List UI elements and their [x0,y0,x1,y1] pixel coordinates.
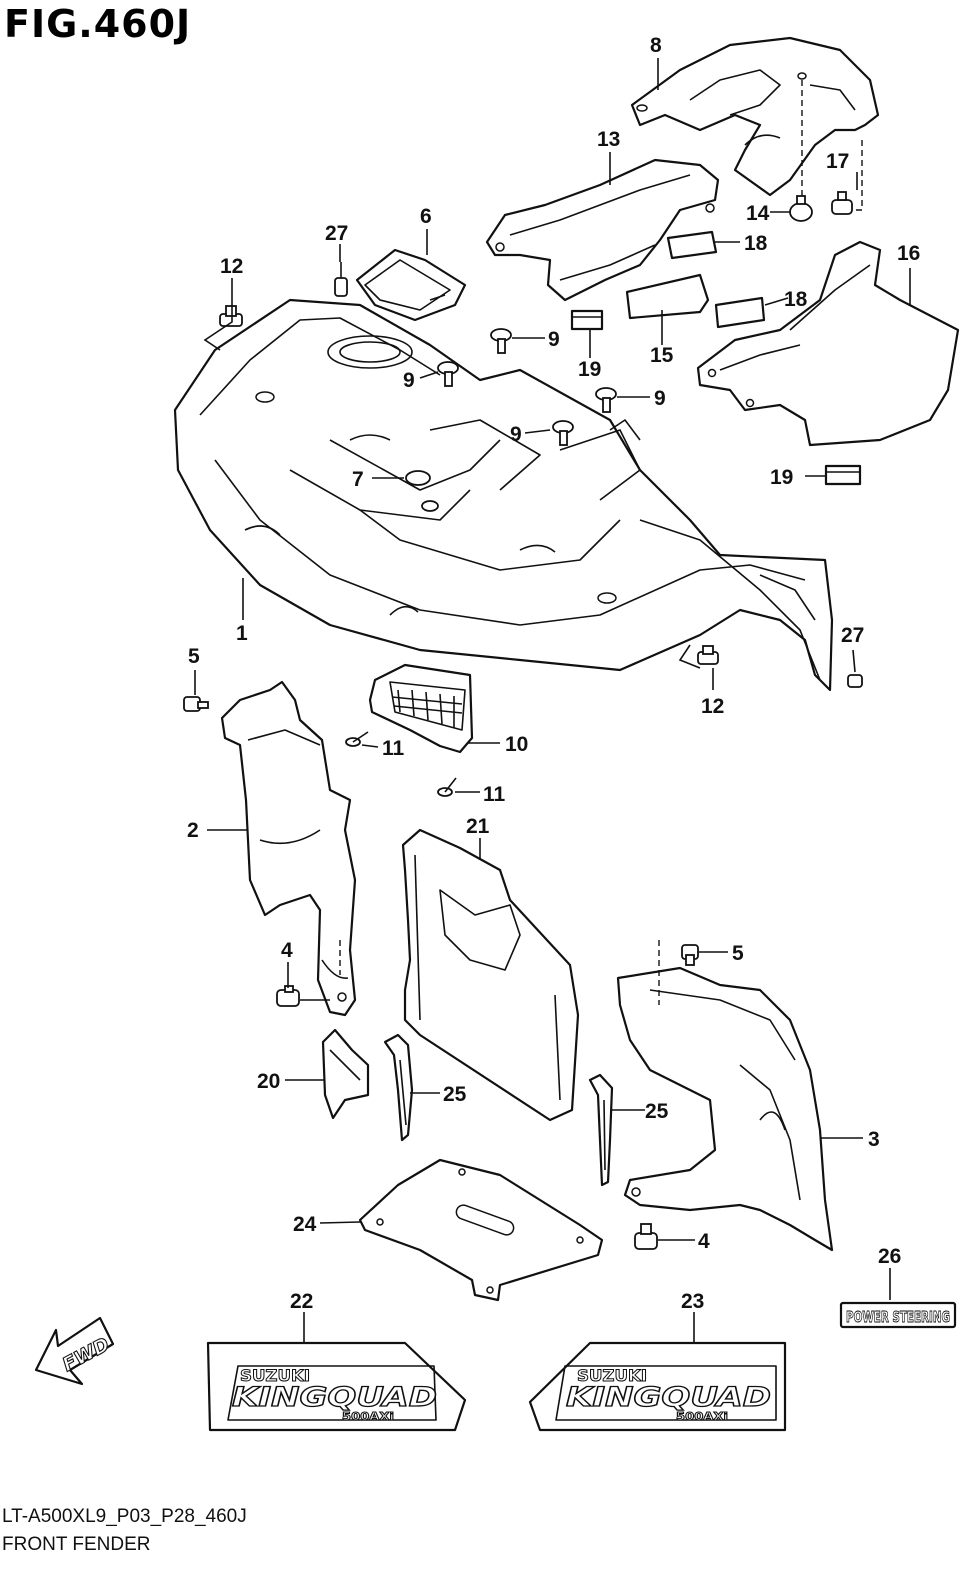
grommet-part-7[interactable] [405,470,439,512]
plate-part-24[interactable] [358,1158,604,1302]
callout-11-b: 11 [483,783,506,806]
callout-9-d: 9 [510,423,522,446]
callout-26: 26 [878,1245,901,1268]
callout-9-a: 9 [548,328,560,351]
clip-part-27-upper[interactable] [334,262,348,297]
decal-part-23[interactable]: SUZUKI KINGQUAD 500AXi [528,1341,787,1432]
cushion-part-19-lower[interactable] [824,464,862,486]
callout-23: 23 [681,1290,704,1313]
decal-left-model: KINGQUAD [232,1382,437,1413]
clip-part-17[interactable] [831,191,853,215]
side-guard-part-16[interactable] [696,240,960,447]
callouts: 8 13 6 27 12 18 18 15 19 16 14 17 9 9 9 … [187,34,920,1313]
bracket-part-13[interactable] [485,158,720,302]
cover-part-6[interactable] [355,248,467,322]
hardware [183,191,863,1250]
screw-part-9-a[interactable] [437,361,459,387]
callout-15: 15 [650,344,674,367]
clip-part-12-lower[interactable] [697,645,719,665]
pad-part-18-upper[interactable] [666,230,718,260]
clip-part-4-left[interactable] [276,985,300,1007]
callout-4-right: 4 [698,1230,710,1253]
callout-18-lower: 18 [784,288,808,311]
pad-part-18-lower[interactable] [714,296,766,329]
model-code: LT-A500XL9_P03_P28_460J [2,1506,247,1527]
decal-right-brand: SUZUKI [577,1366,647,1385]
callout-27-upper: 27 [325,222,348,245]
callout-8: 8 [650,34,662,57]
clip-part-12-upper[interactable] [219,305,243,327]
callout-7: 7 [352,468,364,491]
clip-part-5-right[interactable] [681,944,699,966]
callout-6: 6 [420,205,432,228]
power-steering-label: POWER STEERING [846,1308,950,1326]
inner-fender-part-2[interactable] [220,680,357,1017]
callout-19-upper: 19 [578,358,601,381]
callout-14: 14 [746,202,770,225]
callout-9-b: 9 [403,369,415,392]
callout-13: 13 [597,128,620,151]
callout-5-right: 5 [732,942,744,965]
pad-part-15[interactable] [625,273,710,320]
callout-17: 17 [826,150,849,173]
screw-part-11-a[interactable] [345,731,369,747]
panel-part-21[interactable] [401,828,580,1122]
callout-11-a: 11 [382,737,405,760]
decal-left-sub: 500AXi [342,1410,394,1423]
screw-part-9-d[interactable] [552,420,574,446]
screw-part-9-b[interactable] [490,328,512,354]
power-steering-decal-part-26[interactable]: POWER STEERING [839,1301,957,1329]
decal-part-22[interactable]: SUZUKI KINGQUAD 500AXi [206,1341,467,1432]
cable-tie-part-25-right[interactable] [588,1073,614,1187]
section-name: FRONT FENDER [2,1534,151,1555]
figure-title: FIG.460J [4,2,192,46]
callout-18-upper: 18 [744,232,768,255]
screw-part-11-b[interactable] [437,777,457,797]
clip-part-4-right[interactable] [634,1223,658,1250]
top-cover-part-8[interactable] [630,36,880,197]
front-fender-part-1[interactable] [173,298,834,692]
callout-12-upper: 12 [220,255,243,278]
cable-tie-part-25-left[interactable] [383,1033,414,1142]
callout-21: 21 [466,815,490,838]
callout-12-lower: 12 [701,695,724,718]
clip-part-27-lower[interactable] [847,674,863,688]
callout-5-left: 5 [188,645,200,668]
fwd-arrow-icon: FWD [34,1316,115,1386]
cushion-part-19-upper[interactable] [570,309,604,331]
decal-left-brand: SUZUKI [240,1366,310,1385]
inner-fender-part-3[interactable] [616,966,834,1252]
screw-part-14[interactable] [789,195,813,222]
decal-right-model: KINGQUAD [566,1382,771,1413]
callout-10: 10 [505,733,528,756]
callout-20: 20 [257,1070,280,1093]
bracket-part-20[interactable] [321,1028,370,1120]
callout-4-left: 4 [281,939,293,962]
callout-22: 22 [290,1290,313,1313]
callout-16: 16 [897,242,920,265]
callout-25-left: 25 [443,1083,467,1106]
leader-lines [194,58,911,1342]
callout-1: 1 [236,622,248,645]
callout-27-lower: 27 [841,624,864,647]
callout-24: 24 [293,1213,317,1236]
callout-19-lower: 19 [770,466,793,489]
screw-part-9-c[interactable] [595,387,617,413]
callout-25-right: 25 [645,1100,669,1123]
callout-9-c: 9 [654,387,666,410]
callout-3: 3 [868,1128,880,1151]
callout-2: 2 [187,819,199,842]
clip-part-5-left[interactable] [183,696,209,712]
decal-right-sub: 500AXi [676,1410,728,1423]
grille-part-10[interactable] [368,663,474,754]
